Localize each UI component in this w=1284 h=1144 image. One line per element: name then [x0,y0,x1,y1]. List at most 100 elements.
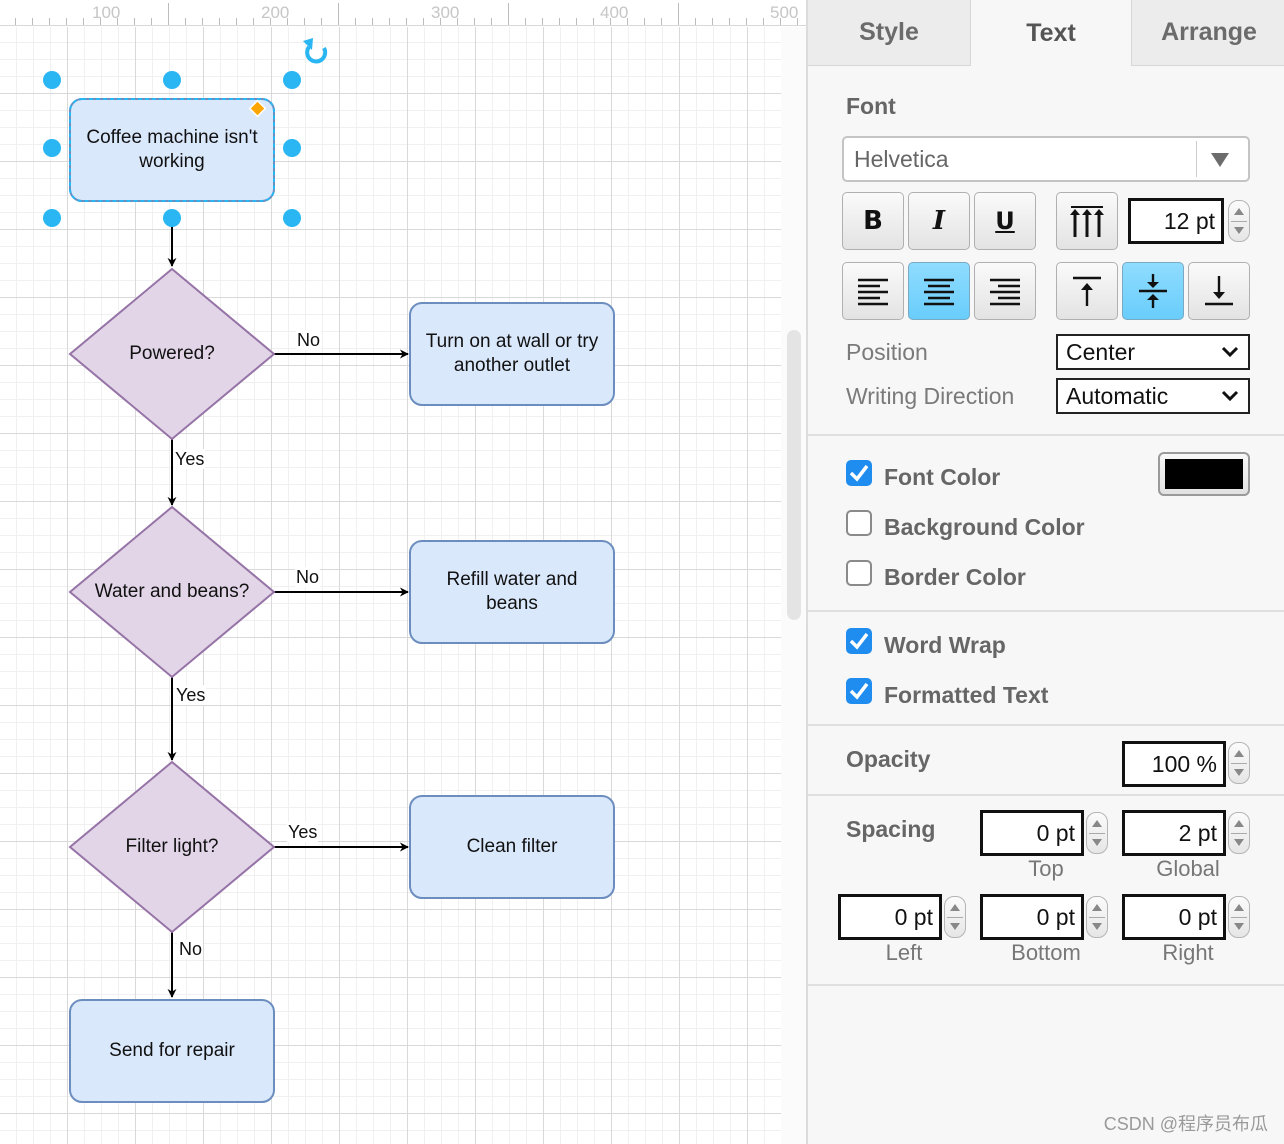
font-size-input[interactable]: 12 pt [1128,198,1224,244]
canvas-grid [0,27,781,1144]
align-top-button[interactable] [1056,262,1118,320]
ruler-tick [695,18,696,25]
ruler-tick [610,18,611,25]
vertical-text-button[interactable] [1056,192,1118,250]
node-outlet-shape[interactable] [409,302,615,406]
resize-handles[interactable] [43,71,301,227]
font-color-picker[interactable] [1158,452,1250,496]
bold-button[interactable]: B [842,192,904,250]
edge-label-filter-yes[interactable]: Yes [287,822,319,842]
edge-label-powered-no[interactable]: No [296,330,322,350]
section-divider [808,984,1284,986]
select-divider [1196,141,1197,177]
resize-handle-n[interactable] [163,71,181,89]
underline-icon: U [995,207,1015,235]
section-divider [808,724,1284,726]
border-color-checkbox[interactable] [846,560,872,586]
node-clean-label[interactable]: Clean filter [466,836,558,857]
resize-handle-nw[interactable] [43,71,61,89]
node-refill-label[interactable]: Refill water and beans [446,569,578,614]
node-repair-label[interactable]: Send for repair [109,1040,235,1061]
spacing-right-stepper[interactable] [1228,896,1250,938]
formatted-text-label: Formatted Text [884,682,1049,708]
word-wrap-checkbox[interactable] [846,628,872,654]
spacing-left-input[interactable]: 0 pt [838,894,942,940]
corner-anchor-handle[interactable] [248,99,267,118]
position-select[interactable]: Center [1056,334,1250,370]
background-color-checkbox[interactable] [846,510,872,536]
align-left-button[interactable] [842,262,904,320]
tab-text[interactable]: Text [970,0,1132,66]
vertical-scrollbar-thumb[interactable] [787,330,801,620]
italic-button[interactable]: I [908,192,970,250]
node-outlet-label[interactable]: Turn on at wall or try another outlet [425,331,599,376]
ruler-tick [219,18,220,25]
ruler-tick [134,18,135,25]
align-bottom-button[interactable] [1188,262,1250,320]
ruler-tick [797,18,798,25]
node-repair-shape[interactable] [69,999,275,1103]
node-filter-label[interactable]: Filter light? [125,836,219,857]
edge-label-powered-yes[interactable]: Yes [174,449,206,469]
tab-arrange[interactable]: Arrange [1132,0,1284,66]
spacing-right-caption: Right [1162,940,1214,965]
spacing-global-stepper[interactable] [1228,812,1250,854]
node-powered-label[interactable]: Powered? [129,343,215,364]
resize-handle-s[interactable] [163,209,181,227]
ruler-label: 400 [600,3,629,22]
spacing-global-input[interactable]: 2 pt [1122,810,1226,856]
spacing-bottom-caption: Bottom [1011,940,1081,965]
spacing-left-stepper[interactable] [944,896,966,938]
spacing-right-input[interactable]: 0 pt [1122,894,1226,940]
font-color-checkbox[interactable] [846,460,872,486]
ruler-tick [712,18,713,25]
font-size-stepper[interactable] [1228,200,1250,242]
formatted-text-checkbox[interactable] [846,678,872,704]
spacing-bottom-stepper[interactable] [1086,896,1108,938]
resize-handle-se[interactable] [283,209,301,227]
resize-handle-e[interactable] [283,139,301,157]
opacity-stepper[interactable] [1228,742,1250,784]
rotate-handle-icon[interactable] [305,45,328,64]
spacing-top-caption: Top [1028,856,1064,881]
ruler-tick [457,18,458,25]
node-water-shape[interactable] [68,505,276,679]
ruler-tick [304,18,305,25]
resize-handle-ne[interactable] [283,71,301,89]
ruler-tick [100,18,101,25]
ruler-tick [389,18,390,25]
edge-label-water-yes[interactable]: Yes [175,685,207,705]
italic-icon: I [932,206,946,236]
edge-label-water-no[interactable]: No [295,567,321,587]
align-center-button[interactable] [908,262,970,320]
ruler-tick [542,18,543,25]
font-family-select[interactable]: Helvetica [842,136,1250,182]
node-start-label[interactable]: Coffee machine isn't working [86,127,258,172]
spacing-top-input[interactable]: 0 pt [980,810,1084,856]
spacing-bottom-input[interactable]: 0 pt [980,894,1084,940]
resize-handle-w[interactable] [43,139,61,157]
font-color-label: Font Color [884,464,1001,490]
writing-direction-select[interactable]: Automatic [1056,378,1250,414]
opacity-input[interactable]: 100 % [1122,741,1226,787]
align-middle-button[interactable] [1122,262,1184,320]
spacing-label: Spacing [846,816,936,842]
node-refill-shape[interactable] [409,540,615,644]
edge-label-filter-no[interactable]: No [178,939,204,959]
diagram-canvas[interactable]: 100 200 300 400 500 [0,0,806,1144]
watermark: CSDN @程序员布瓜 [1103,1114,1268,1134]
underline-button[interactable]: U [974,192,1036,250]
spacing-top-stepper[interactable] [1086,812,1108,854]
node-powered-shape[interactable] [68,267,276,441]
ruler-tick [746,18,747,25]
resize-handle-sw[interactable] [43,209,61,227]
align-right-button[interactable] [974,262,1036,320]
section-divider [808,610,1284,612]
ruler-tick [355,18,356,25]
ruler-tick [508,3,509,25]
node-water-label[interactable]: Water and beans? [94,581,250,602]
node-filter-shape[interactable] [68,760,276,934]
tab-style[interactable]: Style [808,0,970,66]
node-clean-shape[interactable] [409,795,615,899]
